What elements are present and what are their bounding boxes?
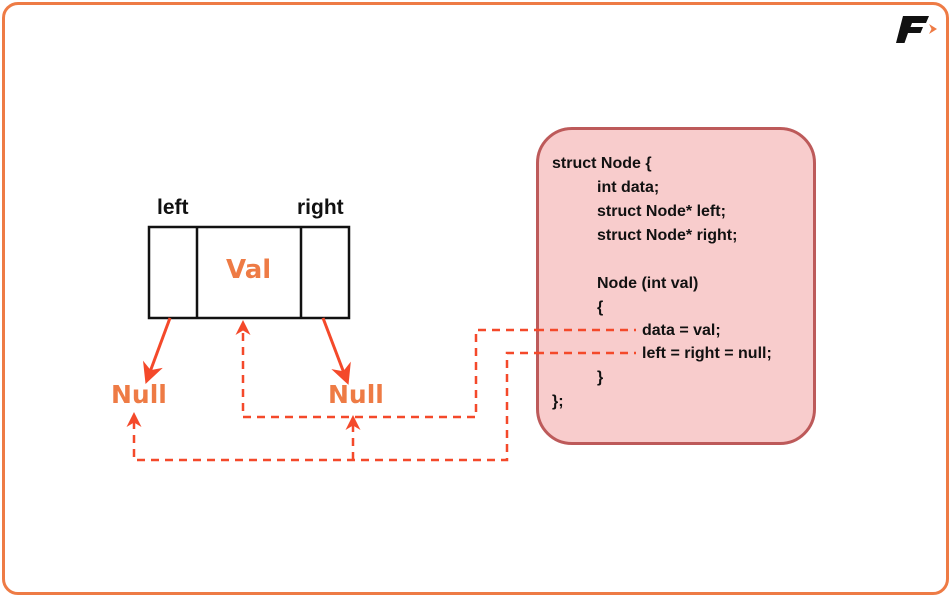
left-pointer-label: left bbox=[157, 196, 189, 219]
code-line: struct Node* left; bbox=[597, 203, 726, 220]
right-to-null-arrow bbox=[321, 317, 351, 385]
code-line: left = right = null; bbox=[642, 345, 772, 362]
null-left-label: Null bbox=[111, 380, 167, 409]
code-line: data = val; bbox=[642, 322, 721, 339]
null-right-label: Null bbox=[328, 380, 384, 409]
code-line: struct Node* right; bbox=[597, 227, 738, 244]
code-line: }; bbox=[552, 393, 564, 410]
right-pointer-label: right bbox=[297, 196, 344, 219]
brand-logo-icon bbox=[896, 16, 937, 43]
code-line: Node (int val) bbox=[597, 275, 699, 292]
tree-node bbox=[147, 225, 351, 320]
code-line: int data; bbox=[597, 179, 660, 196]
node-value-label: Val bbox=[226, 255, 272, 285]
code-line: struct Node { bbox=[552, 155, 652, 172]
left-to-null-arrow bbox=[142, 317, 172, 384]
node-outline bbox=[147, 225, 351, 320]
code-line: } bbox=[597, 369, 604, 386]
code-panel bbox=[536, 127, 816, 445]
code-line: { bbox=[597, 299, 604, 316]
